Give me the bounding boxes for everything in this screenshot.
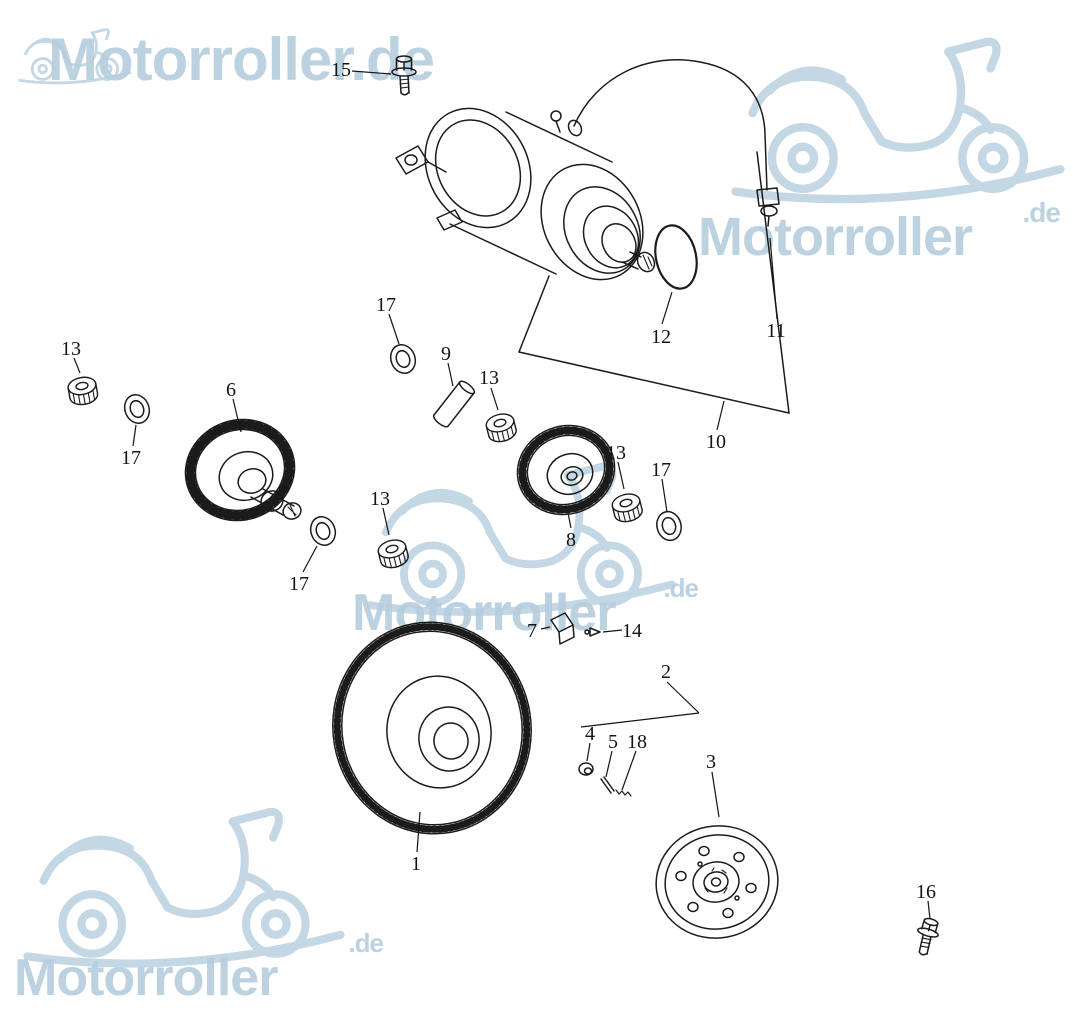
watermark-top-right: Motorroller .de	[698, 42, 1060, 267]
part-cable-11	[567, 59, 780, 227]
callout-16-label: 16	[916, 881, 936, 903]
callout-4-label: 4	[585, 723, 595, 745]
exploded-view-drawing	[65, 55, 939, 956]
part-nut-13-a	[65, 374, 100, 408]
leader-lines	[73, 70, 931, 920]
callout-17-label: 17	[121, 447, 141, 469]
part-pin-5	[600, 776, 615, 794]
callout-13-label: 13	[61, 338, 81, 360]
part-spring-18	[615, 789, 632, 797]
watermark-text: Motorroller	[698, 207, 973, 267]
watermark-tld: .de	[348, 928, 383, 958]
watermark-text: Motorroller	[14, 949, 278, 1007]
callout-9-label: 9	[441, 343, 451, 365]
part-pin-14	[584, 627, 601, 637]
part-ring-gear-1	[332, 621, 532, 835]
callout-13-label: 13	[606, 442, 626, 464]
callout-labels: 15 17 13 17 6 9 13 12 11 10 13 17 8 13 1…	[61, 59, 936, 903]
part-oring-12	[654, 224, 698, 290]
part-bolt-16	[917, 917, 939, 956]
callout-7-label: 7	[527, 620, 537, 642]
callout-1-label: 1	[411, 853, 421, 875]
part-starter-motor	[395, 107, 656, 281]
part-nut-13-b	[483, 410, 519, 446]
part-washer-17-a	[386, 340, 420, 378]
part-nut-13-c	[609, 490, 645, 526]
part-gear-6	[184, 418, 302, 522]
watermark-tld: .de	[1023, 197, 1061, 228]
watermark-top-left: Motorroller.de	[18, 26, 435, 93]
watermark-bottom-left: Motorroller .de	[14, 812, 385, 1007]
callout-17-label: 17	[376, 294, 396, 316]
part-bolt-15	[391, 55, 417, 96]
part-latch-7	[550, 612, 575, 645]
callout-13-label: 13	[370, 488, 390, 510]
watermark-tld: .de	[663, 573, 698, 603]
callout-11-label: 11	[766, 320, 785, 342]
callout-10-label: 10	[706, 431, 726, 453]
callout-5-label: 5	[608, 731, 618, 753]
callout-17-label: 17	[651, 459, 671, 481]
callout-12-label: 12	[651, 326, 671, 348]
part-washer-17-d	[306, 512, 340, 550]
callout-14-label: 14	[622, 620, 642, 642]
callout-15-label: 15	[331, 59, 351, 81]
callout-2-label: 2	[661, 661, 671, 683]
watermark-text: Motorroller.de	[48, 26, 434, 93]
part-gear-8	[516, 424, 616, 516]
part-plate-10	[518, 151, 790, 414]
part-bushing-9	[432, 380, 476, 428]
callout-13-label: 13	[479, 367, 499, 389]
scooter-logo-icon	[736, 42, 1061, 199]
part-washer-17-c	[652, 508, 686, 544]
callout-6-label: 6	[226, 379, 236, 401]
part-roller-4	[578, 762, 594, 776]
part-washer-17-b	[120, 390, 154, 428]
callout-3-label: 3	[706, 751, 716, 773]
part-rotor-3	[655, 825, 779, 939]
callout-18-label: 18	[627, 731, 647, 753]
callout-17-label: 17	[289, 573, 309, 595]
scooter-logo-icon	[27, 812, 340, 964]
callout-8-label: 8	[566, 529, 576, 551]
